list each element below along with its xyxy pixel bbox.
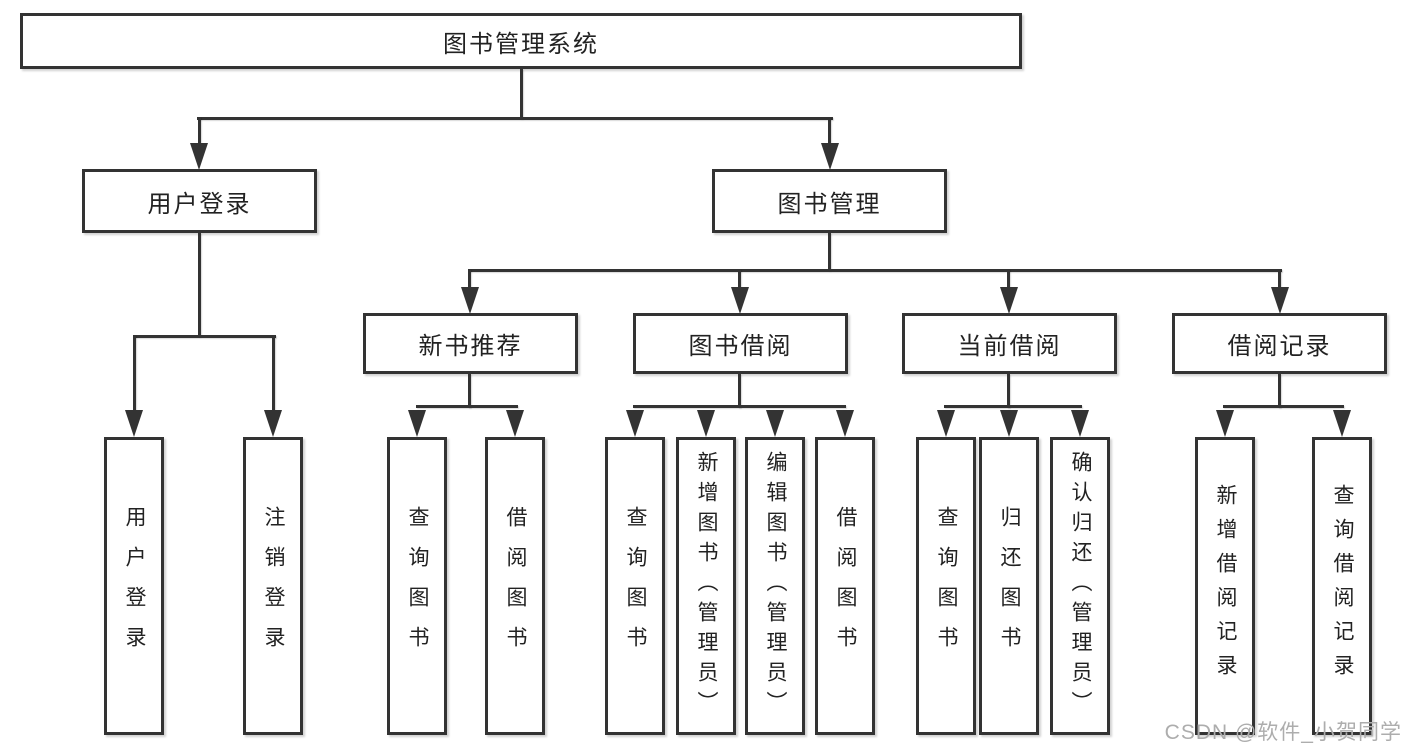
group-node-current-borrow: 当前借阅 [902, 313, 1117, 374]
leaf-node-query-borrow-record: 查询借阅记录 [1312, 437, 1372, 735]
arrow-down-icon [408, 410, 426, 437]
arrow-down-icon [836, 410, 854, 437]
arrow-down-icon [821, 143, 839, 170]
leaf-node-logout: 注销登录 [243, 437, 303, 735]
connector-group-trunk [738, 374, 741, 408]
leaf-node-label: 新增借阅记录 [1214, 484, 1237, 688]
leaf-node-label: 借阅图书 [504, 506, 527, 666]
connector-drop [1278, 269, 1281, 290]
group-node-book-borrow: 图书借阅 [633, 313, 848, 374]
arrow-down-icon [1071, 410, 1089, 437]
arrow-down-icon [190, 143, 208, 170]
connector-user-trunk [198, 233, 201, 337]
leaf-node-label: 确认归还（管理员） [1069, 451, 1092, 721]
arrow-down-icon [125, 410, 143, 437]
leaf-node-return-books: 归还图书 [979, 437, 1039, 735]
leaf-node-label: 归还图书 [998, 506, 1021, 666]
leaf-node-query-books: 查询图书 [387, 437, 447, 735]
leaf-node-label: 借阅图书 [834, 506, 857, 666]
arrow-down-icon [937, 410, 955, 437]
arrow-down-icon [1216, 410, 1234, 437]
watermark-text: CSDN @软件_小贺同学 [1164, 721, 1402, 744]
connector-level2-rail [468, 269, 1282, 272]
leaf-node-query-books: 查询图书 [605, 437, 665, 735]
group-node-borrow-records: 借阅记录 [1172, 313, 1387, 374]
leaf-node-label: 注销登录 [262, 506, 285, 666]
leaf-node-query-books: 查询图书 [916, 437, 976, 735]
root-node-label: 图书管理系统 [443, 30, 599, 58]
connector-drop [198, 117, 201, 145]
leaf-node-borrow-books: 借阅图书 [815, 437, 875, 735]
leaf-node-add-borrow-record: 新增借阅记录 [1195, 437, 1255, 735]
leaf-node-label: 查询图书 [624, 506, 647, 666]
leaf-node-confirm-return-admin: 确认归还（管理员） [1050, 437, 1110, 735]
arrow-down-icon [731, 287, 749, 314]
group-node-label: 图书借阅 [688, 333, 793, 360]
connector-group-rail [944, 405, 1082, 408]
branch-node-label: 用户登录 [147, 190, 252, 218]
leaf-node-label: 新增图书（管理员） [695, 451, 718, 721]
connector-drop [1007, 269, 1010, 290]
connector-user-rail [133, 335, 276, 338]
connector-group-rail [416, 405, 518, 408]
arrow-down-icon [1000, 410, 1018, 437]
arrow-down-icon [264, 410, 282, 437]
group-node-label: 借阅记录 [1227, 333, 1332, 360]
connector-drop [828, 117, 831, 145]
arrow-down-icon [1000, 287, 1018, 314]
arrow-down-icon [1333, 410, 1351, 437]
connector-group-trunk [468, 374, 471, 408]
leaf-node-borrow-books: 借阅图书 [485, 437, 545, 735]
connector-drop [133, 335, 136, 412]
connector-book-trunk [828, 233, 831, 271]
leaf-node-label: 查询图书 [406, 506, 429, 666]
branch-node-user-login: 用户登录 [82, 169, 317, 233]
arrow-down-icon [626, 410, 644, 437]
connector-level1-rail [197, 117, 833, 120]
root-node-library-system: 图书管理系统 [20, 13, 1022, 69]
arrow-down-icon [461, 287, 479, 314]
leaf-node-edit-books-admin: 编辑图书（管理员） [745, 437, 805, 735]
connector-drop [468, 269, 471, 290]
arrow-down-icon [1271, 287, 1289, 314]
group-node-new-book-recommend: 新书推荐 [363, 313, 578, 374]
arrow-down-icon [766, 410, 784, 437]
group-node-label: 新书推荐 [418, 333, 523, 360]
leaf-node-label: 编辑图书（管理员） [764, 451, 787, 721]
connector-root-trunk [520, 69, 523, 119]
group-node-label: 当前借阅 [957, 333, 1062, 360]
leaf-node-label: 查询图书 [935, 506, 958, 666]
branch-node-label: 图书管理 [777, 190, 882, 218]
connector-drop [272, 335, 275, 412]
connector-group-rail [1223, 405, 1344, 408]
connector-group-rail [633, 405, 846, 408]
connector-group-trunk [1278, 374, 1281, 408]
leaf-node-user-login: 用户登录 [104, 437, 164, 735]
arrow-down-icon [697, 410, 715, 437]
branch-node-book-management: 图书管理 [712, 169, 947, 233]
connector-group-trunk [1007, 374, 1010, 408]
leaf-node-label: 查询借阅记录 [1331, 484, 1354, 688]
arrow-down-icon [506, 410, 524, 437]
leaf-node-label: 用户登录 [123, 506, 146, 666]
connector-drop [738, 269, 741, 290]
leaf-node-add-books-admin: 新增图书（管理员） [676, 437, 736, 735]
